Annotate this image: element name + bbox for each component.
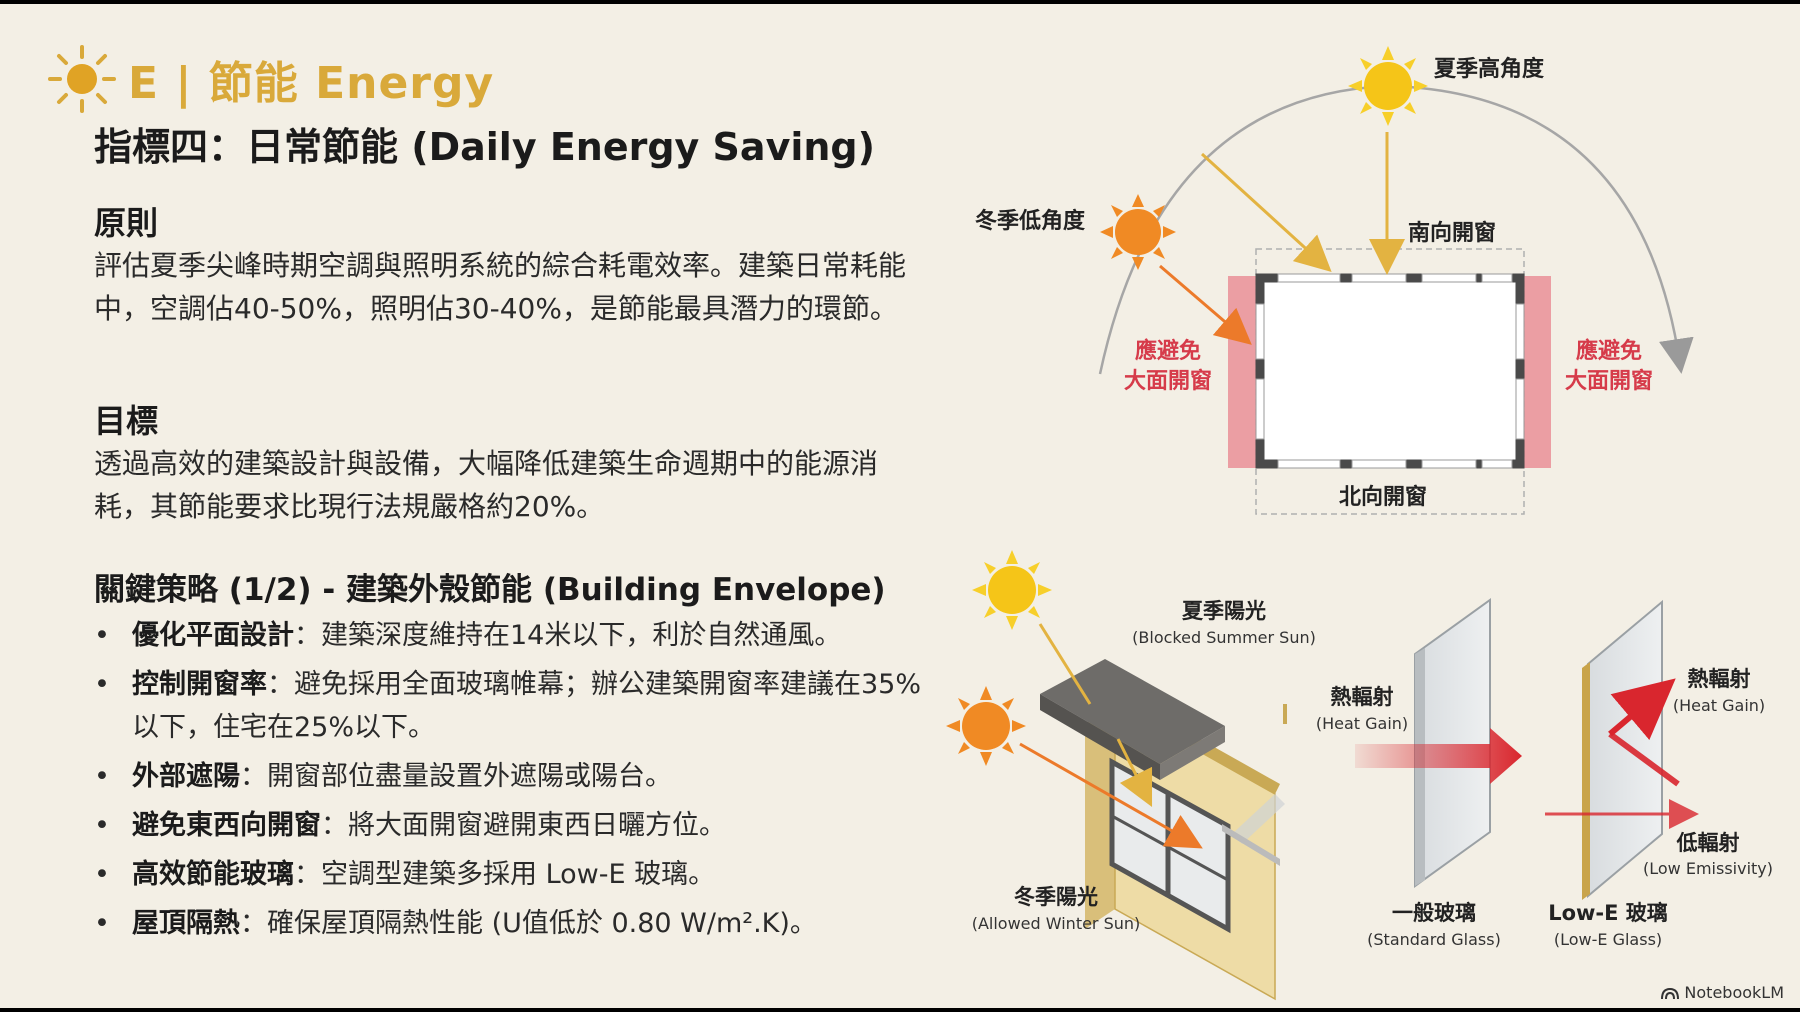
strategy-list: 優化平面設計：建築深度維持在14米以下，利於自然通風。 控制開窗率：避免採用全面…: [94, 614, 924, 951]
winter-low-label: 冬季低角度: [975, 208, 1086, 234]
avoid-left-line1: 應避免: [1135, 338, 1201, 364]
goal-text: 透過高效的建築設計與設備，大幅降低建築生命週期中的能源消耗，其節能要求比現行法規…: [94, 447, 879, 523]
list-item: 屋頂隔熱：確保屋頂隔熱性能 (U值低於 0.80 W/m².K)。: [94, 902, 924, 945]
heat-gain-en-label-2: (Heat Gain): [1673, 696, 1765, 715]
list-item: 高效節能玻璃：空調型建築多採用 Low-E 玻璃。: [94, 853, 924, 896]
sun-icon: [972, 550, 1052, 630]
low-emission-label: 低輻射: [1676, 831, 1740, 855]
summer-sun-label: 夏季陽光: [1182, 599, 1266, 623]
winter-sun-label: 冬季陽光: [1014, 885, 1098, 909]
low-emission-en-label: (Low Emissivity): [1643, 859, 1773, 878]
lowe-glass-en-label: (Low-E Glass): [1554, 930, 1662, 949]
principle-heading: 原則: [94, 204, 159, 242]
sun-icon: [946, 686, 1026, 766]
sun-icon: [48, 45, 116, 113]
summer-sun-en-label: (Blocked Summer Sun): [1132, 628, 1316, 647]
lowe-glass-label: Low-E 玻璃: [1548, 901, 1668, 925]
heat-radiation-label: 熱輻射: [1331, 685, 1394, 709]
plan-building: [1255, 273, 1525, 469]
list-item: 優化平面設計：建築深度維持在14米以下，利於自然通風。: [94, 614, 924, 657]
watermark: NotebookLM: [1660, 983, 1784, 1002]
avoid-left-line2: 大面開窗: [1124, 368, 1212, 394]
standard-glass-label: 一般玻璃: [1392, 901, 1476, 925]
glass-diagram: 熱輻射 (Heat Gain) 熱輻射 (Heat Gain) 低輻射 (Low…: [1316, 598, 1773, 949]
heat-arrow-through: [1355, 728, 1522, 784]
plan-diagram: 夏季高角度 冬季低角度 南向開窗 北向開窗 應避免 大面開窗 應避免 大面開窗: [975, 46, 1694, 515]
list-item: 避免東西向開窗：將大面開窗避開東西日曬方位。: [94, 804, 924, 847]
standard-glass-en-label: (Standard Glass): [1367, 930, 1501, 949]
slide: E | 節能 Energy 指標四：日常節能 (Daily Energy Sav…: [0, 4, 1800, 1008]
sun-icon: [1100, 194, 1176, 270]
avoid-right-line1: 應避免: [1576, 338, 1642, 364]
lowe-glass-pane: [1587, 599, 1663, 899]
summer-high-label: 夏季高角度: [1434, 56, 1545, 82]
brand-text: E | 節能 Energy: [128, 58, 495, 109]
north-window-label: 北向開窗: [1339, 484, 1427, 510]
winter-sun-en-label: (Allowed Winter Sun): [972, 914, 1141, 933]
brand: E | 節能 Energy: [46, 44, 494, 114]
notebooklm-logo-icon: [1661, 987, 1680, 999]
diagrams: 夏季高角度 冬季低角度 南向開窗 北向開窗 應避免 大面開窗 應避免 大面開窗: [946, 46, 1773, 1001]
heat-gain-en-label: (Heat Gain): [1316, 714, 1408, 733]
list-item: 外部遮陽：開窗部位盡量設置外遮陽或陽台。: [94, 755, 924, 798]
west-avoid-zone: [1228, 276, 1256, 468]
sun-icon: [1348, 46, 1428, 126]
avoid-right-line2: 大面開窗: [1565, 368, 1653, 394]
watermark-text: NotebookLM: [1684, 983, 1784, 1002]
south-window-label: 南向開窗: [1408, 220, 1496, 246]
goal-heading: 目標: [94, 402, 159, 440]
standard-glass-pane: [1414, 598, 1491, 888]
strategies-heading: 關鍵策略 (1/2) - 建築外殼節能 (Building Envelope): [94, 572, 886, 608]
list-item: 控制開窗率：避免採用全面玻璃帷幕；辦公建築開窗率建議在35%以下，住宅在25%以…: [94, 663, 924, 749]
page-title: 指標四：日常節能 (Daily Energy Saving): [94, 125, 875, 169]
shading-diagram: 夏季陽光 (Blocked Summer Sun) 冬季陽光 (Allowed …: [946, 550, 1316, 1001]
principle-text: 評估夏季尖峰時期空調與照明系統的綜合耗電效率。建築日常耗能中，空調佔40-50%…: [94, 249, 907, 325]
east-avoid-zone: [1523, 276, 1551, 468]
heat-radiation-label-2: 熱輻射: [1688, 667, 1751, 691]
